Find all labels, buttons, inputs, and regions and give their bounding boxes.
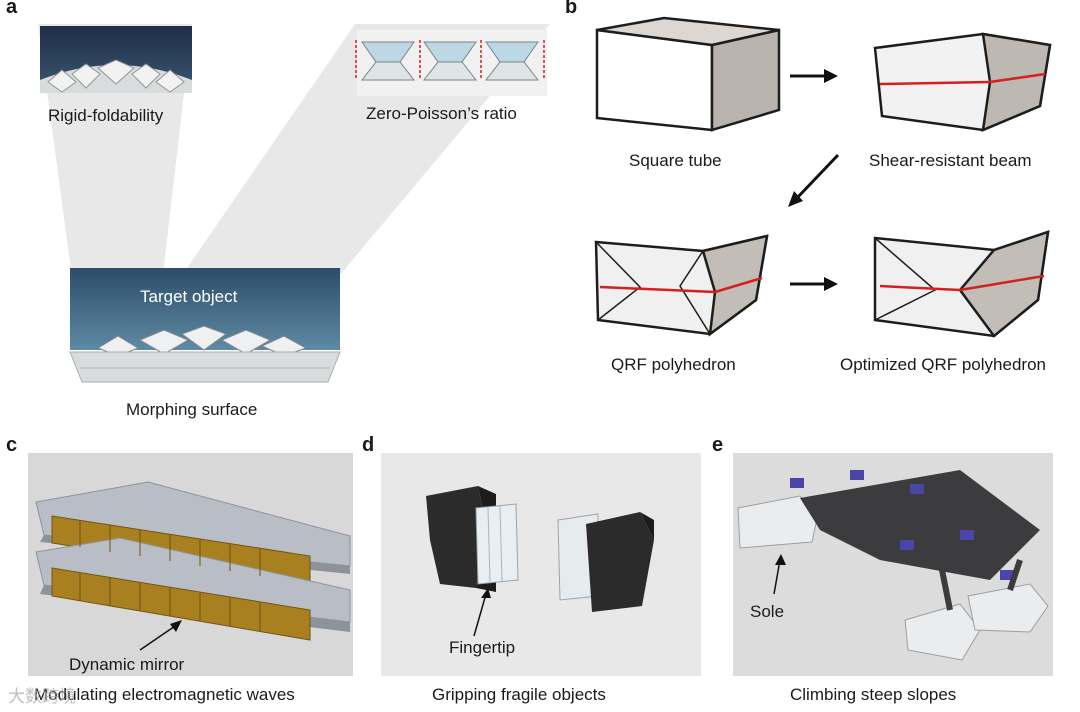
caption-panel-d: Gripping fragile objects [432,685,606,704]
flow-arrows [788,69,840,291]
panel-letter-b: b [565,0,578,18]
gripper-left-render [426,486,519,592]
shear-beam-drawing [873,32,1052,133]
panel-letter-a: a [6,0,18,18]
label-square-tube: Square tube [629,151,722,170]
watermark: 大数跨境 [8,687,76,707]
optimized-qrf-drawing [873,230,1050,338]
annotation-sole: Sole [750,602,785,621]
label-target-object: Target object [140,287,238,306]
climbing-robot-render [737,470,1049,661]
label-zero-poisson: Zero-Poisson’s ratio [366,104,517,123]
panel-letter-c: c [6,434,18,456]
label-shear-resistant-beam: Shear-resistant beam [869,151,1032,170]
label-qrf-polyhedron: QRF polyhedron [611,355,736,374]
label-morphing-surface: Morphing surface [126,400,258,419]
morphing-surface-render [69,351,341,383]
gripper-right-render [557,512,654,612]
panel-d-background [381,453,701,676]
qrf-polyhedron-drawing [594,234,769,337]
caption-panel-e: Climbing steep slopes [790,685,957,704]
panel-letter-d: d [362,434,375,456]
dynamic-mirror-render [35,481,351,641]
panel-letter-e: e [712,434,724,456]
square-tube-drawing [595,16,781,132]
annotation-fingertip: Fingertip [449,638,516,657]
label-rigid-foldability: Rigid-foldability [48,106,164,125]
annotation-dynamic-mirror: Dynamic mirror [69,655,185,674]
caption-panel-c: Modulating electromagnetic waves [34,685,295,704]
label-optimized-qrf-polyhedron: Optimized QRF polyhedron [840,355,1046,374]
